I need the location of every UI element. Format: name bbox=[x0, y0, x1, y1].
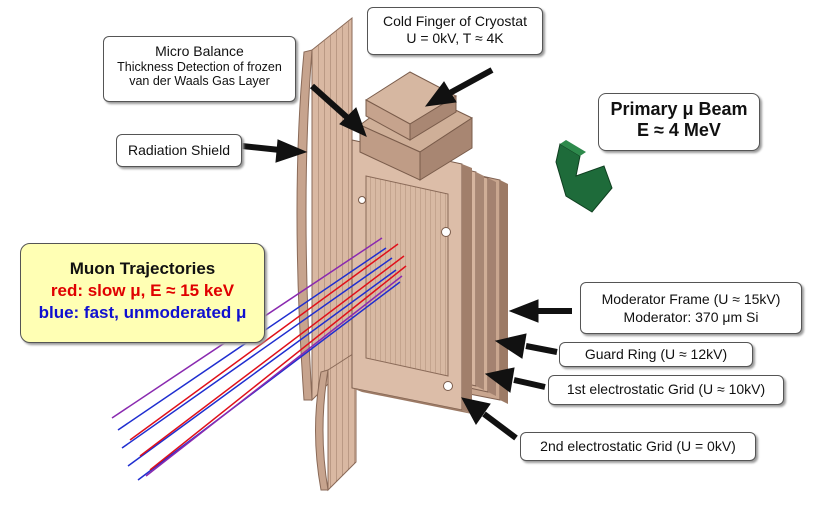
muon-trajectories bbox=[111, 237, 407, 481]
micro-balance-label-line3: van der Waals Gas Layer bbox=[129, 74, 270, 89]
muon-trajectories-label: Muon Trajectories red: slow μ, E ≈ 15 ke… bbox=[20, 243, 265, 343]
moderator-frame bbox=[351, 139, 472, 414]
muon-trajectories-title: Muon Trajectories bbox=[69, 259, 216, 278]
cold-finger-label-line2: U = 0kV, T ≈ 4K bbox=[406, 29, 504, 46]
guard-ring-label: Guard Ring (U ≈ 12kV) bbox=[559, 342, 753, 367]
radiation-shield-label-text: Radiation Shield bbox=[128, 142, 230, 158]
fast-trajectory bbox=[127, 269, 397, 467]
radiation-shield bbox=[296, 16, 357, 492]
fast-trajectory bbox=[121, 257, 393, 449]
moderator-frame-label: Moderator Frame (U ≈ 15kV) Moderator: 37… bbox=[580, 282, 802, 334]
micro-balance-label: Micro Balance Thickness Detection of fro… bbox=[103, 36, 296, 102]
mixed-trajectory bbox=[145, 275, 403, 477]
moderator-frame-label-line2: Moderator: 370 μm Si bbox=[623, 309, 759, 326]
grid-2-label-text: 2nd electrostatic Grid (U = 0kV) bbox=[540, 438, 736, 454]
primary-beam-label-line2: E ≈ 4 MeV bbox=[637, 120, 721, 141]
slow-trajectory bbox=[139, 255, 405, 457]
muon-trajectories-red-line: red: slow μ, E ≈ 15 keV bbox=[50, 281, 235, 301]
pointer-arrow-icon bbox=[241, 67, 572, 441]
moderator-frame-label-line1: Moderator Frame (U ≈ 15kV) bbox=[601, 291, 781, 307]
slow-trajectory bbox=[149, 265, 407, 471]
muon-trajectories-blue-line: blue: fast, unmoderated μ bbox=[38, 303, 247, 323]
fast-trajectory bbox=[137, 281, 401, 481]
radiation-shield-label: Radiation Shield bbox=[116, 134, 242, 167]
guard-ring-label-text: Guard Ring (U ≈ 12kV) bbox=[584, 346, 728, 362]
primary-beam-label-line1: Primary μ Beam bbox=[610, 99, 748, 119]
slow-trajectory bbox=[129, 243, 399, 441]
beam-direction-arrow-icon bbox=[555, 140, 613, 213]
grid-1-label-text: 1st electrostatic Grid (U ≈ 10kV) bbox=[566, 381, 766, 397]
primary-beam-label: Primary μ Beam E ≈ 4 MeV bbox=[598, 93, 760, 151]
cold-finger-label: Cold Finger of Cryostat U = 0kV, T ≈ 4K bbox=[367, 7, 543, 55]
grid-1-label: 1st electrostatic Grid (U ≈ 10kV) bbox=[548, 375, 784, 405]
grid-2-label: 2nd electrostatic Grid (U = 0kV) bbox=[520, 432, 756, 461]
micro-balance-label-line1: Micro Balance bbox=[155, 43, 244, 59]
cold-finger bbox=[359, 71, 474, 181]
cold-finger-label-line1: Cold Finger of Cryostat bbox=[383, 13, 527, 29]
micro-balance-label-line2: Thickness Detection of frozen bbox=[117, 59, 282, 74]
